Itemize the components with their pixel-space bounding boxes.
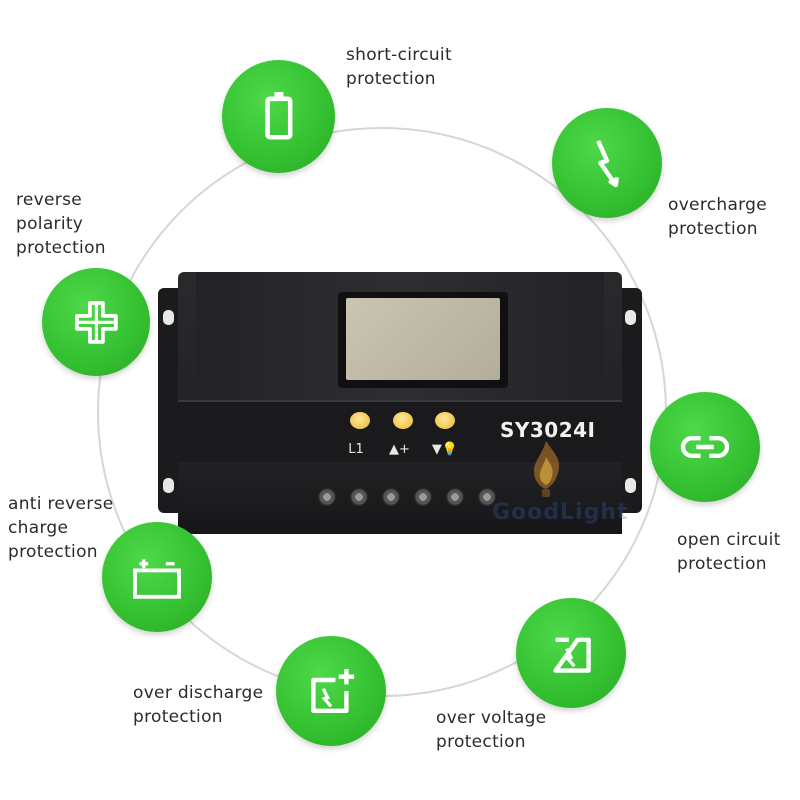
over-discharge-caption: over discharge protection <box>133 683 264 727</box>
terminal-panel <box>178 462 622 534</box>
down-key-glyph: ▼💡 <box>431 442 459 457</box>
short-circuit-feature <box>222 60 335 173</box>
mounting-flange-right <box>620 288 642 513</box>
mounting-hole <box>625 310 636 325</box>
overcharge-caption: overcharge protection <box>668 195 768 239</box>
battery-bolt-icon <box>553 637 591 673</box>
battery-icon <box>264 91 293 140</box>
solar-charge-controller: L1 ▲+ ▼💡 SY3024I <box>158 272 642 534</box>
terminal-screw <box>414 488 432 506</box>
menu-key-glyph: L1 <box>348 442 364 457</box>
open-circuit-feature <box>650 392 760 502</box>
overcharge-feature <box>552 108 662 218</box>
terminal-screw <box>350 488 368 506</box>
link-icon <box>680 436 730 458</box>
model-label: SY3024I <box>500 418 596 442</box>
mounting-flange-left <box>158 288 180 513</box>
anti-reverse-charge-caption: anti reverse charge protection <box>8 494 114 562</box>
terminal-screw <box>478 488 496 506</box>
up-key[interactable] <box>393 412 413 429</box>
anti-reverse-charge-feature <box>102 522 212 632</box>
mounting-hole <box>625 478 636 493</box>
over-voltage-caption: over voltage protection <box>436 708 547 752</box>
terminal-screw <box>382 488 400 506</box>
reverse-polarity-feature <box>42 268 150 376</box>
lightning-icon <box>596 140 620 188</box>
lcd-screen <box>338 292 508 388</box>
up-key-glyph: ▲+ <box>389 442 410 457</box>
short-circuit-caption: short-circuit protection <box>346 45 452 89</box>
lcd-glass <box>346 298 500 380</box>
terminal-screw <box>318 488 336 506</box>
battery-plus-icon <box>311 669 355 713</box>
over-discharge-feature <box>276 636 386 746</box>
display-panel <box>196 272 604 400</box>
cross-icon <box>74 300 118 344</box>
device-body: L1 ▲+ ▼💡 SY3024I <box>178 272 622 534</box>
flame-logo-icon <box>534 441 560 497</box>
mounting-hole <box>163 310 174 325</box>
terminal-screw <box>446 488 464 506</box>
menu-key[interactable] <box>350 412 370 429</box>
open-circuit-caption: open circuit protection <box>677 530 781 574</box>
battery-terminals-icon <box>133 559 181 599</box>
mounting-hole <box>163 478 174 493</box>
down-key[interactable] <box>435 412 455 429</box>
reverse-polarity-caption: reverse polarity protection <box>16 190 106 258</box>
control-panel: L1 ▲+ ▼💡 SY3024I <box>178 400 622 464</box>
watermark-text: GoodLight <box>492 500 629 525</box>
over-voltage-feature <box>516 598 626 708</box>
